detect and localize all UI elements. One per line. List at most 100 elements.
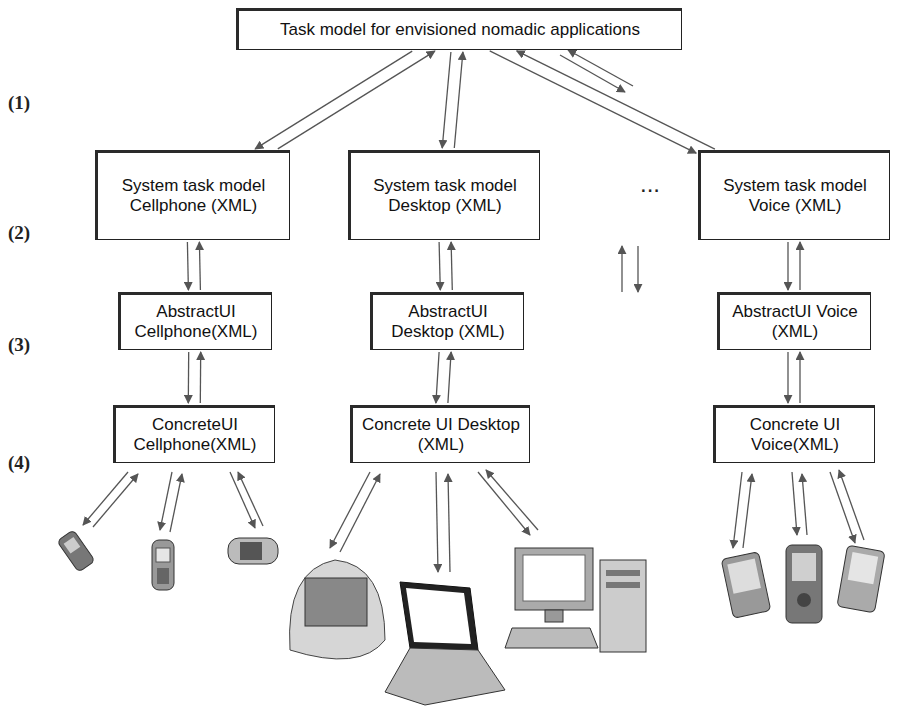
- laptop-screen: [400, 582, 478, 650]
- gps-body: [786, 545, 822, 623]
- box-text: Concrete UI Voice(XML): [716, 411, 874, 458]
- box-label: System task model Desktop (XML): [359, 176, 531, 215]
- box-label: AbstractUI Desktop (XML): [381, 302, 515, 341]
- desktop-pc: [505, 548, 646, 652]
- flow-arrow: [448, 474, 450, 572]
- flow-arrow: [802, 474, 807, 535]
- flow-arrow: [442, 52, 451, 148]
- pc-tower: [600, 560, 646, 652]
- abstract-ui-box: AbstractUI Desktop (XML): [370, 292, 524, 350]
- monitor-screen: [523, 555, 585, 601]
- flow-arrow: [839, 470, 864, 540]
- pda-screen: [727, 559, 761, 594]
- flow-arrow: [278, 51, 435, 149]
- flow-arrow: [490, 51, 697, 153]
- gps-screen: [792, 553, 816, 581]
- flow-arrow: [621, 246, 622, 292]
- step-number: (4): [8, 452, 30, 474]
- concrete-ui-box: ConcreteUI Cellphone(XML): [113, 405, 275, 463]
- flow-arrow: [799, 352, 800, 403]
- ellipsis-mark: ...: [640, 170, 660, 198]
- device-arrows: [83, 50, 864, 572]
- phone-body: [152, 540, 174, 590]
- flow-arrow: [160, 472, 172, 530]
- system-task-box: System task model Desktop (XML): [348, 150, 540, 240]
- drive-bay: [606, 570, 640, 576]
- flow-arrow: [439, 242, 440, 290]
- abstract-ui-box: AbstractUI Cellphone(XML): [118, 292, 272, 350]
- flow-arrow: [830, 472, 855, 543]
- handheld-screen: [848, 552, 878, 584]
- concrete-ui-box: Concrete UI Desktop (XML): [350, 405, 530, 463]
- flow-arrow: [448, 352, 451, 403]
- phone-screen: [240, 542, 262, 560]
- step-number: (3): [8, 334, 30, 356]
- flow-arrow: [478, 472, 530, 535]
- box-label: Concrete UI Voice(XML): [724, 415, 866, 454]
- box-text: Task model for envisioned nomadic applic…: [239, 16, 681, 44]
- box-text: AbstractUI Desktop (XML): [373, 298, 523, 345]
- flow-arrow: [83, 472, 128, 525]
- system-task-box: System task model Voice (XML): [698, 150, 890, 240]
- flow-arrow: [330, 472, 370, 548]
- keyboard: [505, 628, 598, 648]
- box-label: AbstractUI Cellphone(XML): [129, 302, 263, 341]
- flow-arrow: [188, 352, 190, 403]
- pda-body: [721, 552, 771, 619]
- handheld-device: [837, 545, 885, 613]
- imac-body: [290, 560, 385, 659]
- gps-device: [786, 545, 822, 623]
- concrete-ui-box: Concrete UI Voice(XML): [713, 405, 875, 463]
- box-label: System task model Cellphone (XML): [106, 176, 281, 215]
- system-task-box: System task model Cellphone (XML): [95, 150, 290, 240]
- laptop-base: [385, 648, 505, 705]
- flow-arrow: [560, 55, 625, 92]
- step-number: (2): [8, 222, 30, 244]
- imac-screen: [305, 578, 367, 626]
- gps-button: [797, 593, 811, 607]
- imac-computer: [290, 560, 385, 659]
- flow-arrow: [792, 472, 797, 535]
- flow-arrow: [340, 474, 380, 552]
- flow-arrow: [733, 472, 742, 548]
- laptop-display: [406, 588, 471, 644]
- monitor: [515, 548, 593, 610]
- box-text: System task model Cellphone (XML): [98, 172, 289, 219]
- step-number: (1): [8, 92, 30, 114]
- flow-arrow: [200, 352, 202, 403]
- flow-arrow: [436, 472, 438, 572]
- flow-arrow: [517, 51, 715, 149]
- flow-arrow: [199, 242, 200, 290]
- flow-arrow: [170, 474, 182, 532]
- box-label: Concrete UI Desktop (XML): [361, 415, 521, 454]
- box-text: System task model Desktop (XML): [351, 172, 539, 219]
- box-text: System task model Voice (XML): [701, 172, 889, 219]
- flow-arrow: [451, 242, 452, 290]
- phone-body: [57, 530, 95, 573]
- flow-arrow: [436, 352, 439, 403]
- box-text: AbstractUI Voice (XML): [720, 298, 870, 345]
- box-text: Concrete UI Desktop (XML): [353, 411, 529, 458]
- flow-arrow: [255, 51, 412, 149]
- abstract-ui-box: AbstractUI Voice (XML): [717, 292, 871, 350]
- flow-arrow: [787, 352, 788, 403]
- phone-body: [228, 538, 278, 564]
- phone-screen: [156, 548, 170, 562]
- phone-keys: [157, 568, 169, 584]
- flow-arrow: [799, 242, 800, 290]
- box-label: ConcreteUI Cellphone(XML): [124, 415, 266, 454]
- box-label: System task model Voice (XML): [709, 176, 881, 215]
- laptop-computer: [385, 582, 505, 705]
- flow-arrow: [93, 474, 138, 527]
- flow-arrow: [743, 474, 752, 548]
- box-text: AbstractUI Cellphone(XML): [121, 298, 271, 345]
- task-model-box: Task model for envisioned nomadic applic…: [236, 8, 682, 50]
- phone-screen: [64, 537, 81, 554]
- box-text: ConcreteUI Cellphone(XML): [116, 411, 274, 458]
- box-label: Task model for envisioned nomadic applic…: [247, 20, 673, 40]
- monitor-stand: [545, 610, 563, 622]
- bar-phone: [152, 540, 174, 590]
